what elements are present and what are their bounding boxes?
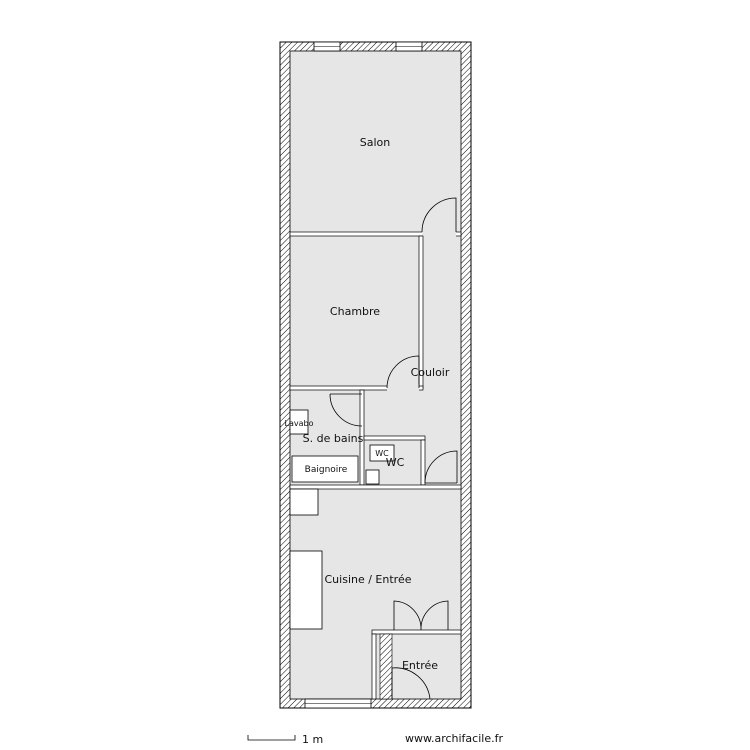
salon-door-opening bbox=[422, 230, 456, 238]
label-wc-room: WC bbox=[386, 456, 405, 469]
wall-entree-top bbox=[371, 629, 462, 635]
baignoire bbox=[291, 455, 359, 483]
wall-wc-top bbox=[363, 435, 426, 441]
label-couloir: Couloir bbox=[411, 366, 450, 379]
credit-text: www.archifacile.fr bbox=[405, 732, 503, 745]
label-salon: Salon bbox=[360, 136, 391, 149]
label-salle-de-bains: S. de bains bbox=[303, 432, 364, 445]
kitchen-counter bbox=[289, 550, 323, 630]
chambre-door-swing bbox=[386, 355, 420, 389]
kitchen-double-door-swing bbox=[393, 600, 449, 631]
label-entree: Entrée bbox=[402, 659, 438, 672]
kitchen-box-small bbox=[289, 488, 319, 516]
wc-small-box bbox=[365, 469, 380, 485]
wc-fixture bbox=[369, 444, 395, 462]
chambre-door-opening bbox=[387, 384, 419, 392]
entree-door-swing bbox=[391, 667, 431, 700]
wc-door-swing bbox=[424, 450, 458, 484]
wall-wc-right bbox=[420, 439, 426, 486]
wall-entree-left bbox=[371, 633, 377, 700]
wall-salon-chambre bbox=[289, 231, 462, 237]
bath-door-swing bbox=[329, 393, 363, 427]
entree-door-frame bbox=[379, 633, 393, 700]
label-wc-fixture: WC bbox=[375, 449, 389, 458]
wall-chambre-bath bbox=[289, 385, 424, 391]
wall-bath-kitchen bbox=[289, 484, 462, 490]
label-baignoire: Baignoire bbox=[305, 465, 348, 475]
lavabo bbox=[289, 409, 309, 435]
scale-bar bbox=[247, 735, 296, 741]
salon-door-swing bbox=[421, 197, 457, 233]
label-chambre: Chambre bbox=[330, 305, 380, 318]
label-cuisine: Cuisine / Entrée bbox=[325, 573, 412, 586]
label-lavabo: Lavabo bbox=[285, 419, 314, 428]
scale-label: 1 m bbox=[302, 733, 323, 746]
